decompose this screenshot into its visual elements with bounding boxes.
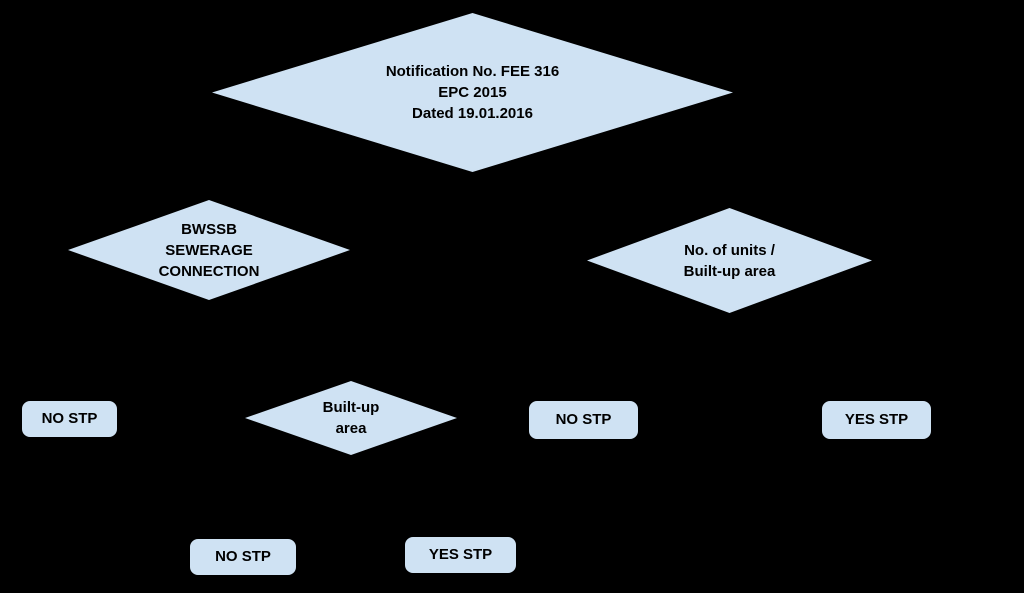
terminal-no-stp-bottom-label: NO STP xyxy=(215,548,271,565)
terminal-no-stp-left: NO STP xyxy=(20,399,119,439)
decision-units-builtup-area: No. of units / Built-up area xyxy=(587,208,872,313)
decision-builtup-area: Built-up area xyxy=(245,381,457,455)
decision-notification-fee-316: Notification No. FEE 316 EPC 2015 Dated … xyxy=(212,13,733,172)
terminal-no-stp-middle-label: NO STP xyxy=(555,411,612,428)
terminal-yes-stp-bottom: YES STP xyxy=(403,535,518,575)
terminal-yes-stp-right: YES STP xyxy=(820,399,933,441)
terminal-no-stp-middle: NO STP xyxy=(527,399,640,441)
decision-units-label: No. of units / Built-up area xyxy=(683,241,776,280)
terminal-no-stp-left-label: NO STP xyxy=(41,410,98,427)
decision-bwssb-label: BWSSB SEWERAGE CONNECTION xyxy=(158,220,260,280)
terminal-yes-stp-right-label: YES STP xyxy=(844,411,909,428)
decision-builtup-area-label: Built-up area xyxy=(322,399,380,437)
decision-bwssb-sewerage-connection: BWSSB SEWERAGE CONNECTION xyxy=(68,200,350,300)
decision-notification-label: Notification No. FEE 316 EPC 2015 Dated … xyxy=(385,63,560,122)
terminal-no-stp-bottom: NO STP xyxy=(188,537,298,577)
terminal-yes-stp-bottom-label: YES STP xyxy=(428,546,493,563)
